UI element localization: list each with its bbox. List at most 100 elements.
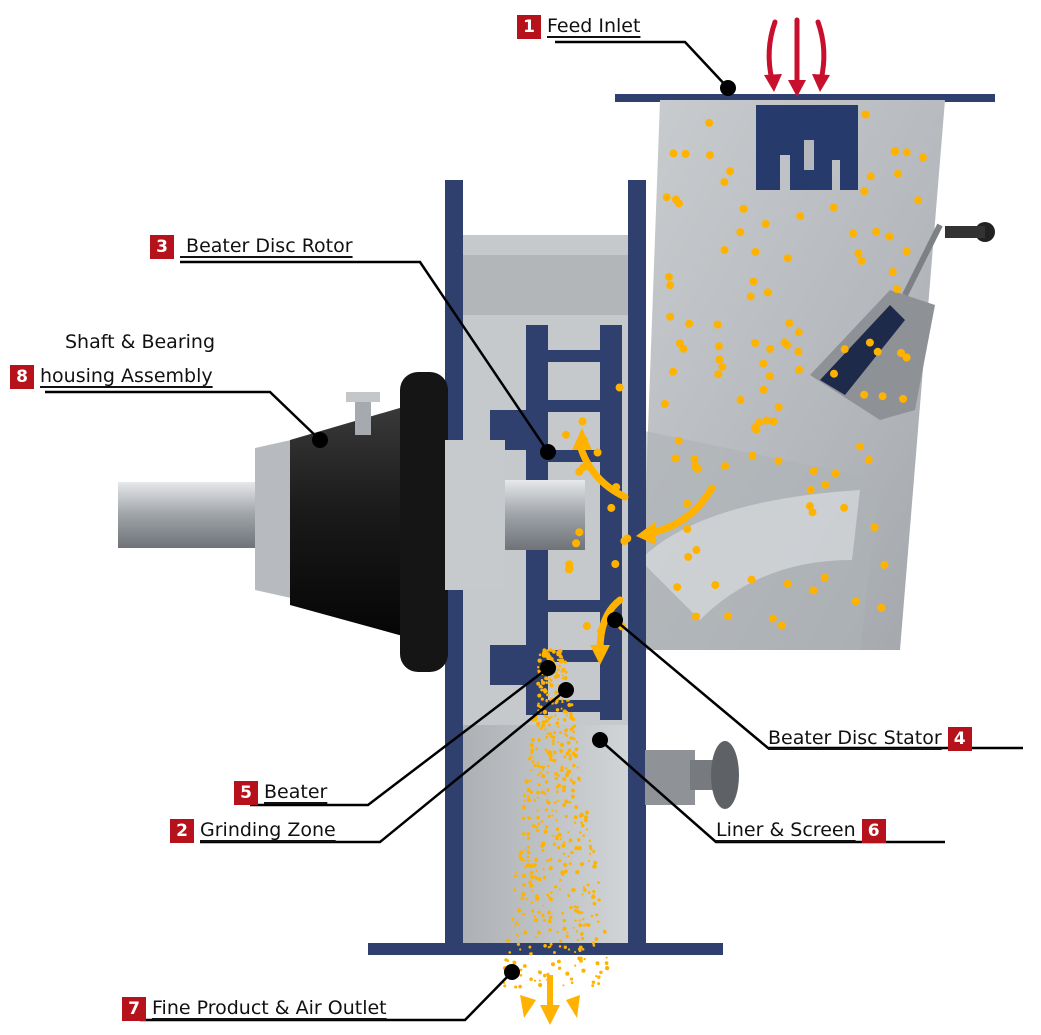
fine-particle — [591, 941, 595, 945]
fine-particle — [537, 738, 541, 742]
particle — [736, 228, 745, 237]
fine-particle — [549, 891, 553, 894]
particle — [891, 146, 900, 155]
fine-particle — [530, 909, 535, 913]
flow-arrows — [576, 441, 716, 654]
fine-particle — [582, 918, 585, 921]
fine-particle — [557, 718, 560, 721]
fine-particle — [565, 751, 570, 756]
fine-particle — [541, 841, 546, 846]
fine-particle — [563, 755, 567, 759]
particle — [902, 353, 911, 362]
particle — [809, 586, 818, 595]
particle — [918, 153, 927, 162]
fine-particle — [543, 714, 546, 718]
fine-particle — [528, 945, 532, 949]
fine-particle — [525, 863, 531, 868]
fine-particle — [551, 649, 556, 654]
fine-particle — [547, 716, 552, 720]
fine-particle — [557, 845, 561, 850]
inspection-door — [810, 222, 995, 420]
fine-particle — [546, 732, 550, 736]
fine-particle — [539, 765, 542, 769]
fine-particle — [555, 708, 560, 712]
fine-particle — [535, 826, 538, 829]
fine-particle — [521, 816, 526, 820]
fine-particle — [536, 829, 540, 833]
badge-2: 2 — [170, 818, 194, 843]
fine-particle — [554, 671, 558, 674]
fine-particle — [605, 956, 608, 959]
fine-particle — [546, 800, 551, 805]
fine-particle — [536, 773, 540, 777]
fine-particle — [563, 711, 566, 714]
fine-particle — [545, 719, 549, 723]
shaft-bearing-line1-text: Shaft & Bearing — [65, 331, 216, 353]
fine-particle — [531, 760, 535, 764]
fine-particle — [516, 942, 521, 946]
fine-particle — [557, 741, 560, 744]
particle — [809, 466, 818, 475]
particle — [796, 212, 805, 221]
particle — [666, 281, 675, 290]
fine-particle — [569, 977, 574, 981]
fine-particle — [524, 848, 527, 852]
fine-particle — [574, 964, 577, 967]
fine-particle — [592, 901, 597, 906]
fine-particle — [563, 675, 568, 681]
fine-particle — [536, 790, 540, 795]
fine-particle — [557, 799, 560, 802]
particle — [768, 614, 777, 623]
fine-particle — [562, 777, 567, 782]
fine-particle — [565, 699, 569, 702]
fine-particle — [567, 699, 570, 702]
fine-particle — [582, 886, 586, 889]
fine-particle — [548, 753, 553, 758]
fine-particle — [586, 883, 590, 887]
fine-particle — [556, 650, 561, 655]
fine-particle — [567, 830, 570, 834]
fine-particle — [555, 834, 559, 839]
particle — [854, 249, 863, 258]
fine-particle — [533, 914, 536, 918]
fine-particle — [575, 870, 580, 875]
fine-particle — [544, 735, 548, 739]
fine-particle — [546, 771, 549, 774]
fine-particle — [517, 923, 520, 926]
fine-particle — [546, 893, 550, 897]
fine-particle — [550, 715, 553, 718]
fine-particle — [554, 776, 559, 781]
fine-particle — [554, 690, 559, 695]
fine-particle — [561, 700, 564, 704]
particle — [684, 552, 693, 561]
fine-particle — [569, 905, 573, 910]
fine-particle — [558, 664, 561, 668]
particle — [831, 469, 840, 478]
fine-particle — [537, 658, 542, 663]
particle — [671, 454, 680, 463]
particle — [724, 612, 733, 621]
beater-disc-rotor-text: Beater Disc Rotor — [180, 235, 353, 257]
fine-particle — [541, 848, 545, 853]
fine-particle — [573, 905, 577, 909]
fine-particle — [529, 779, 532, 782]
fine-particle — [537, 910, 541, 915]
particle — [780, 338, 789, 347]
fine-particle — [558, 888, 562, 891]
particle — [808, 508, 817, 517]
fine-particle — [553, 951, 556, 954]
fine-particle — [564, 772, 570, 777]
outlet-chute — [368, 725, 723, 955]
fine-particle — [565, 934, 569, 938]
fine-particle — [527, 816, 531, 820]
fine-particle — [539, 771, 542, 774]
fine-particle — [567, 948, 571, 951]
fine-particle — [578, 919, 581, 922]
particle — [877, 603, 886, 612]
fine-particle — [562, 803, 567, 807]
fine-particle — [557, 966, 562, 970]
fine-particle — [521, 805, 527, 810]
fine-particle — [597, 982, 601, 986]
